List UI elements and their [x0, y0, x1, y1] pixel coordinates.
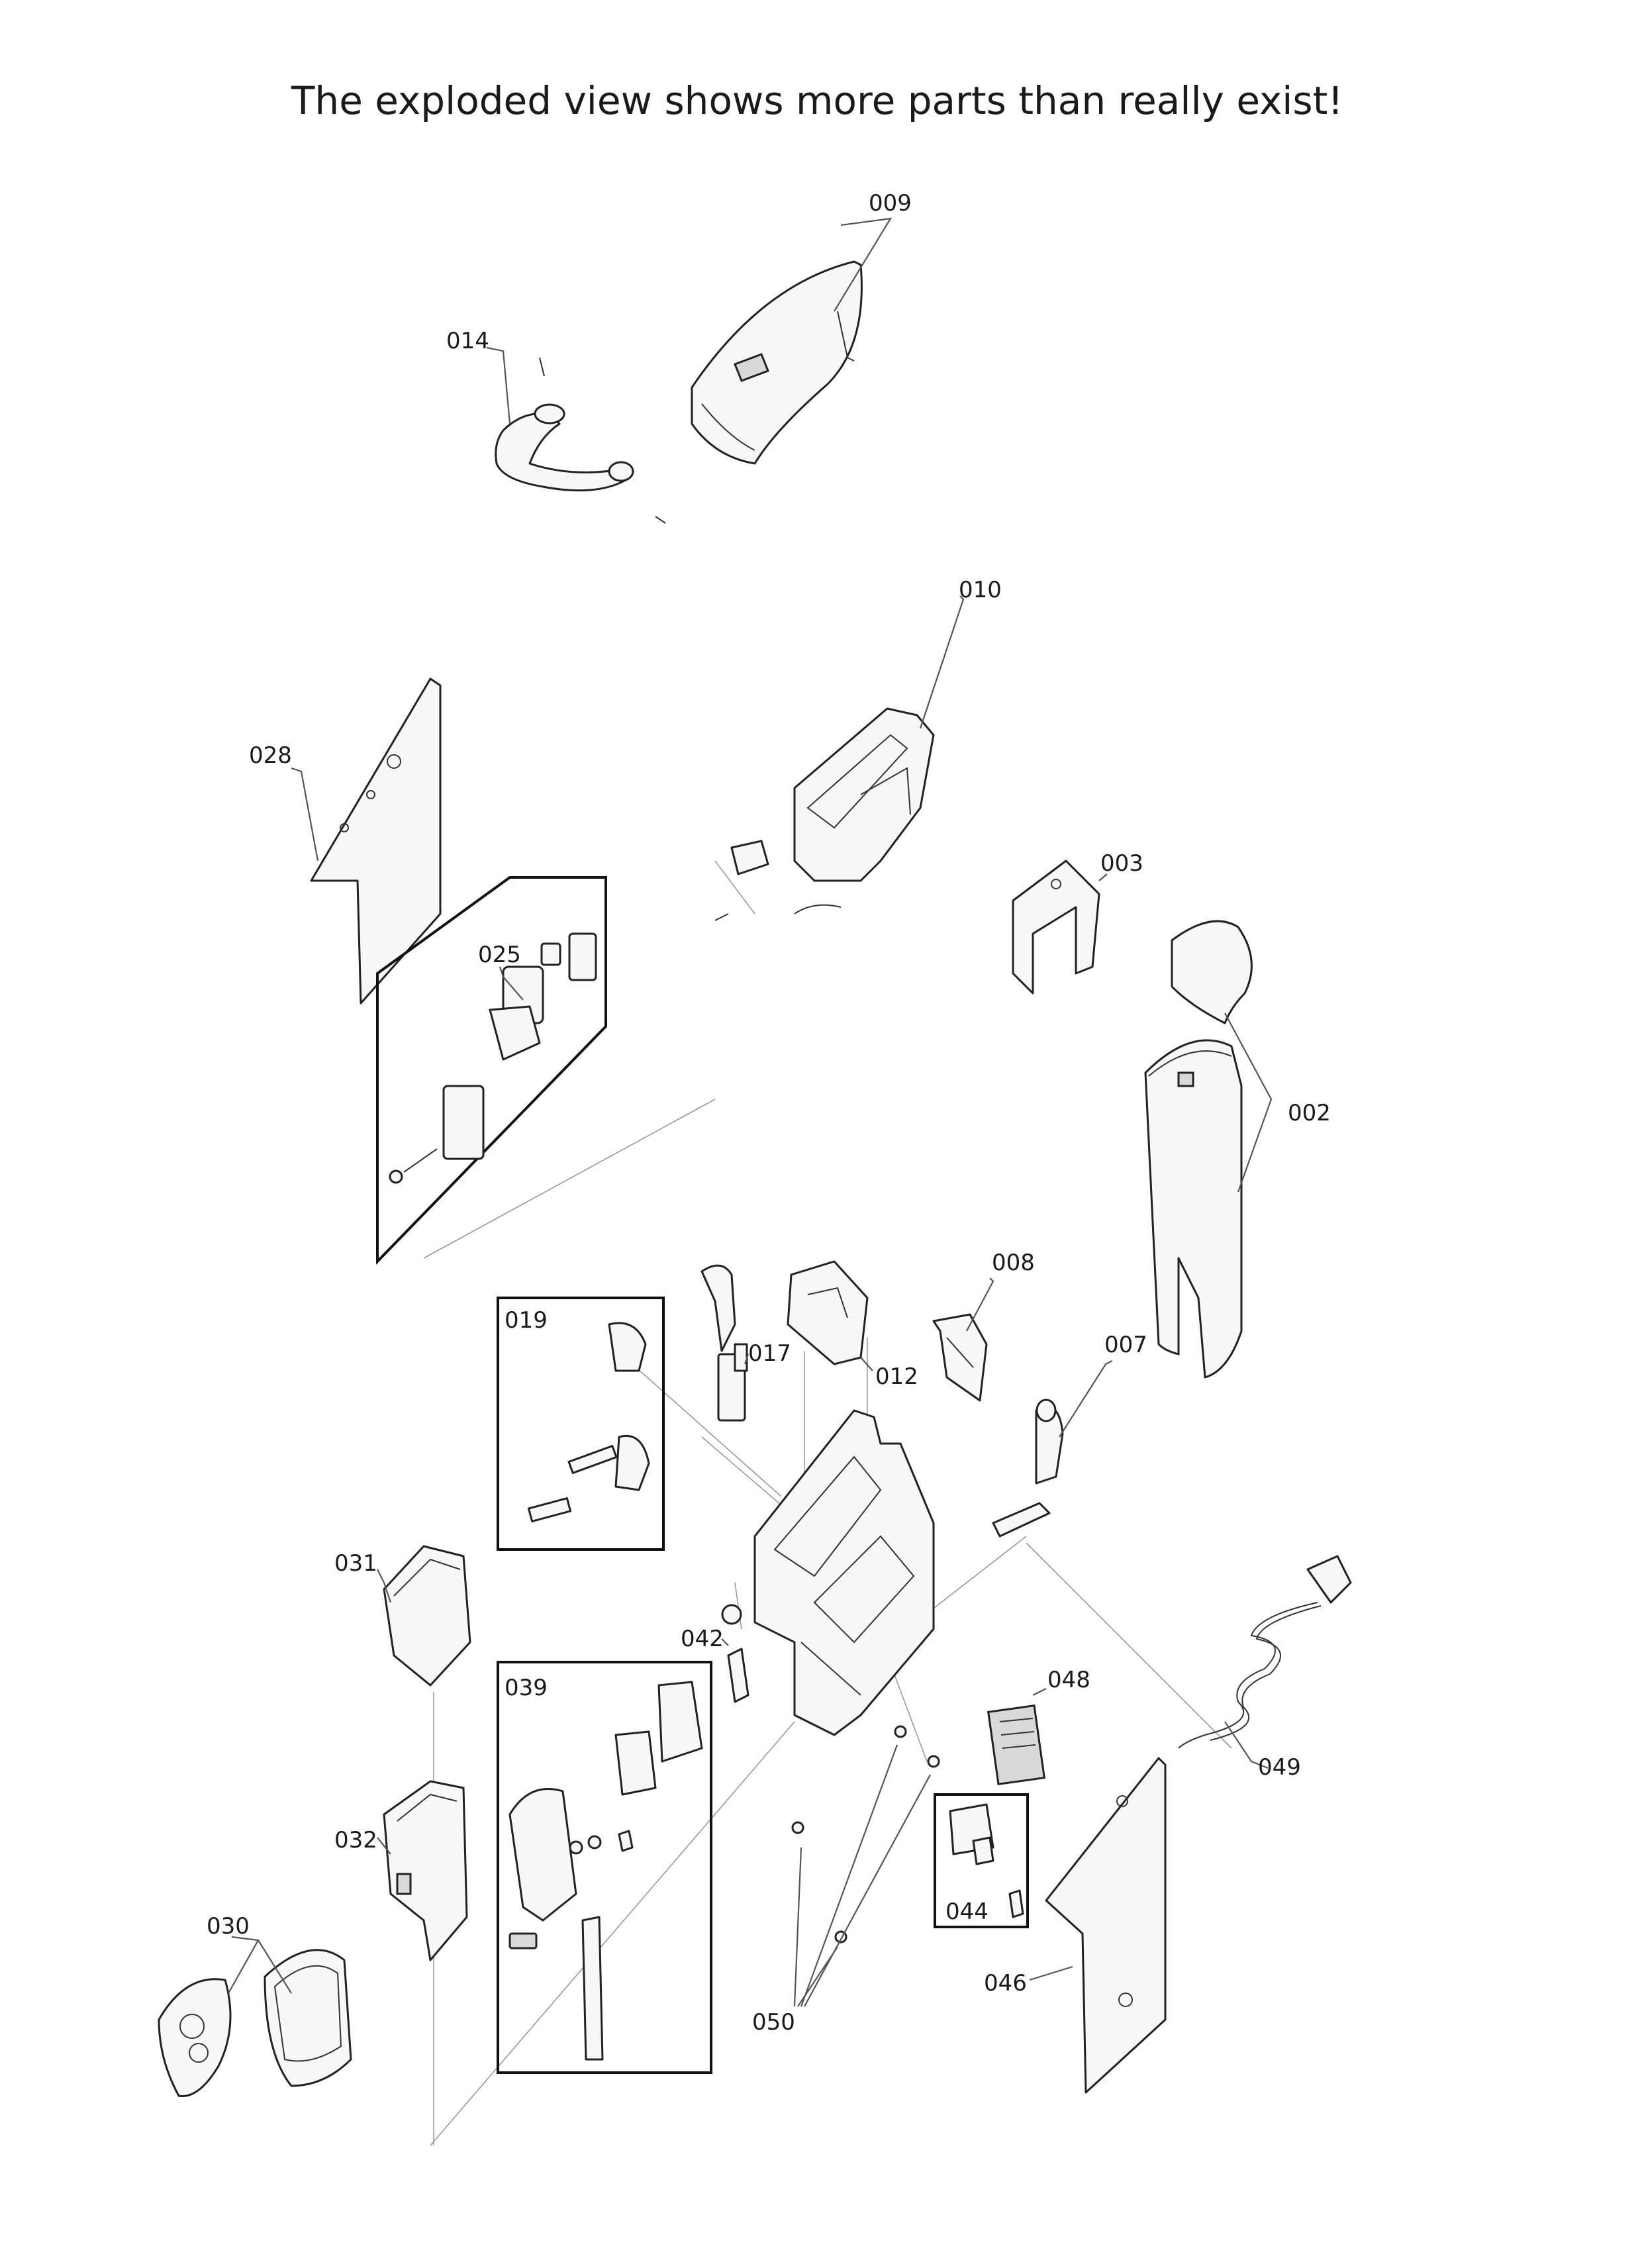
label-010: 010	[959, 577, 1002, 603]
label-017: 017	[748, 1340, 791, 1367]
leader-012	[860, 1357, 873, 1371]
leader-003	[1098, 873, 1108, 881]
leader-050c	[800, 1744, 898, 2007]
leader-007	[1059, 1360, 1113, 1438]
label-039: 039	[505, 1675, 548, 1701]
label-008: 008	[992, 1250, 1035, 1276]
part-031-container	[383, 1545, 471, 1687]
label-046: 046	[984, 1970, 1027, 1997]
label-048: 048	[1047, 1667, 1090, 1693]
notice-heading: The exploded view shows more parts than …	[291, 78, 1343, 123]
part-main-frame	[753, 1409, 935, 1736]
leader-032	[377, 1837, 391, 1855]
label-028: 028	[249, 742, 292, 769]
label-012: 012	[875, 1363, 918, 1390]
part-030-drip-tray	[158, 1949, 352, 2097]
leader-009	[834, 217, 893, 312]
part-003-bracket	[1012, 860, 1100, 995]
leader-046	[1029, 1965, 1073, 1981]
part-042-knob	[721, 1604, 749, 1703]
leader-042	[721, 1638, 729, 1646]
label-030: 030	[207, 1913, 250, 1940]
leader-049	[1224, 1721, 1269, 1769]
leader-025	[499, 966, 524, 1001]
part-046-rear-panel	[1045, 1757, 1167, 2094]
part-014-handle	[495, 357, 666, 524]
label-025: 025	[478, 942, 521, 968]
label-007: 007	[1104, 1332, 1147, 1358]
part-025-pump-group	[376, 876, 607, 1265]
leader-031	[377, 1569, 392, 1603]
leader-028	[291, 767, 319, 862]
part-032-water-tank	[383, 1780, 468, 1961]
part-049-power-cord	[1178, 1555, 1352, 1749]
part-009-top-cover	[691, 260, 863, 465]
label-019: 019	[505, 1307, 548, 1334]
part-002-housing	[1144, 920, 1253, 1379]
part-017-valve	[700, 1264, 748, 1422]
label-003: 003	[1100, 850, 1143, 877]
label-032: 032	[334, 1827, 377, 1853]
leader-002	[1224, 1012, 1273, 1193]
part-048-circuit-board	[987, 1704, 1046, 1786]
leader-014	[486, 346, 511, 424]
leader-050a	[793, 1847, 802, 2007]
label-042: 042	[681, 1626, 724, 1652]
part-008-plate	[932, 1313, 988, 1402]
part-050-feet	[791, 1725, 940, 1944]
leader-030a	[228, 1936, 260, 1994]
label-031: 031	[334, 1550, 377, 1577]
leader-008	[966, 1277, 994, 1332]
label-009: 009	[869, 190, 912, 217]
label-049: 049	[1258, 1754, 1301, 1781]
part-044-switch-set	[934, 1793, 1029, 1928]
leader-017	[744, 1354, 749, 1365]
part-028-side-panel	[310, 677, 442, 1005]
label-050: 050	[752, 2009, 795, 2036]
assembly-guide-lines	[423, 860, 1232, 2146]
label-002: 002	[1288, 1100, 1331, 1126]
leader-030b	[258, 1940, 292, 1994]
part-010-brewing-unit	[714, 707, 935, 921]
part-039-control-panel	[497, 1661, 712, 2074]
label-014: 014	[446, 328, 489, 354]
part-007-steam-pipe	[992, 1399, 1064, 1538]
part-019-valve-set	[497, 1297, 665, 1551]
leader-010	[919, 595, 965, 729]
label-044: 044	[945, 1898, 989, 1925]
leader-048	[1032, 1688, 1047, 1696]
part-012-funnel	[787, 1260, 869, 1365]
leader-050d	[804, 1774, 931, 2007]
